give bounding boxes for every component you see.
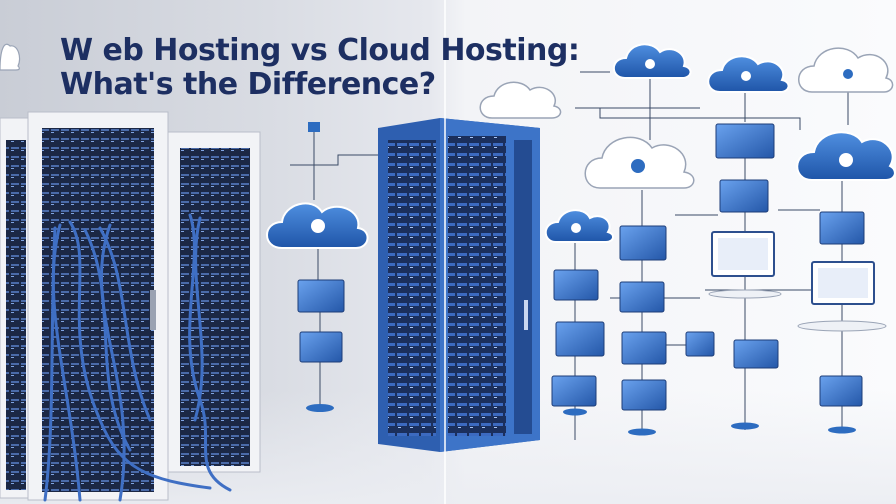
cloud-icon [0,43,21,71]
cloud-icon [612,43,692,79]
cloud-icon [798,47,894,93]
monitor-icon [553,269,599,301]
server-rack-icon [27,111,169,501]
monitor-icon [819,375,863,407]
cloud-icon [584,136,695,189]
monitor-icon [711,231,775,277]
cloud-icon [266,202,369,249]
title-line-1: W eb Hosting vs Cloud Hosting: [60,33,580,68]
monitor-icon [685,331,715,357]
cloud-icon [479,81,562,119]
cloud-icon [707,55,790,93]
network-cables [43,213,232,502]
monitor-icon [819,211,865,245]
monitor-icon [299,331,343,363]
monitor-icon [719,179,769,213]
split-divider [444,0,446,504]
server-rack-icon [167,131,261,473]
monitor-icon [308,122,320,132]
server-rack-icon [0,117,31,499]
monitor-icon [715,123,775,159]
monitor-icon [811,261,875,305]
monitor-icon [619,225,667,261]
monitor-icon [621,331,667,365]
monitor-icon [555,321,605,357]
cloud-node-left [266,122,390,412]
cloud-icon [544,209,614,243]
monitor-icon [551,375,597,407]
monitor-icon [297,279,345,313]
page-title: W eb Hosting vs Cloud Hosting: What's th… [60,34,600,102]
monitor-icon [619,281,665,313]
title-line-2: What's the Difference? [60,67,436,102]
cloud-network [479,43,896,440]
server-rack-icon [378,118,540,452]
monitor-icon [621,379,667,411]
cloud-icon [796,131,896,181]
monitor-icon [733,339,779,369]
